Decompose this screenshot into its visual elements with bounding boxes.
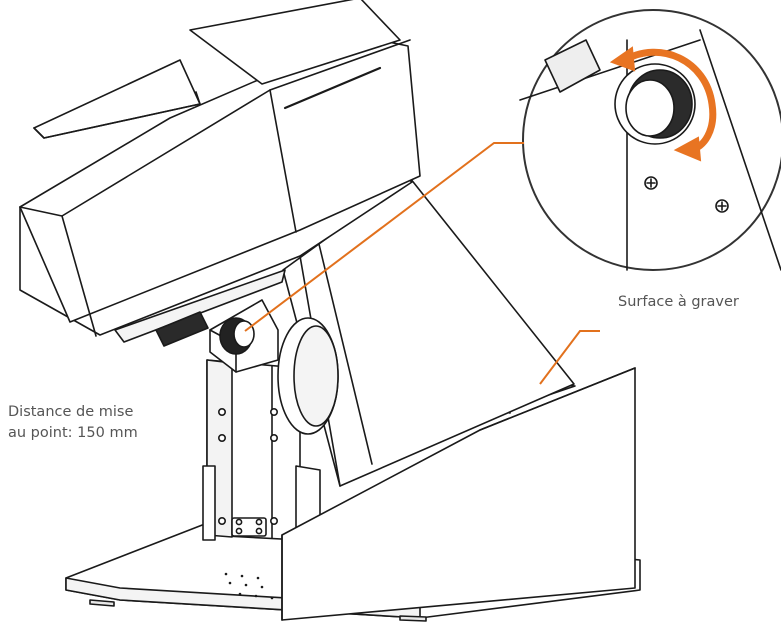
vertical-column [202,359,321,546]
rotation-arrow-icon [609,46,717,162]
laser-head [19,35,421,343]
surface-label: Surface à graver [618,294,739,310]
top-module [33,0,401,139]
pivot-disc [277,317,339,435]
callout-lines [244,142,600,385]
sloped-support-box [281,367,636,621]
base-holes [224,572,274,600]
magnifier-detail [519,9,781,271]
focus-distance-label-line1: Distance de mise [8,404,134,420]
focus-distance-label-line2: au point: 150 mm [8,425,138,441]
knurled-knob-icon [155,311,255,355]
